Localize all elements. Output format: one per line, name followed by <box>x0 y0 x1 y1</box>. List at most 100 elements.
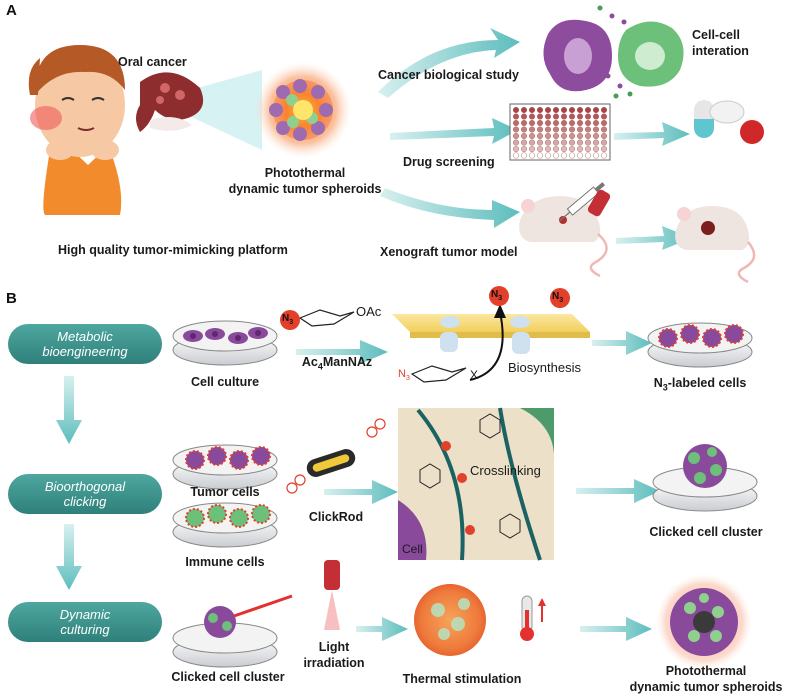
clicked-cluster2-label: Clicked cell cluster <box>171 670 285 684</box>
well <box>593 145 600 152</box>
well <box>601 119 608 126</box>
well <box>593 113 600 120</box>
well <box>513 152 520 159</box>
well <box>513 139 520 146</box>
well <box>585 106 592 113</box>
well <box>545 139 552 146</box>
panel-a-arrows <box>378 28 692 250</box>
platform-label: High quality tumor-mimicking platform <box>58 243 288 257</box>
mouth-closeup <box>136 72 204 132</box>
well <box>561 113 568 120</box>
well <box>601 139 608 146</box>
row3-arrow-2 <box>580 617 652 641</box>
well <box>537 139 544 146</box>
step-2-line1: Bioorthogonal <box>44 479 126 494</box>
well <box>545 152 552 159</box>
well <box>561 126 568 133</box>
row2-arrow-2 <box>576 479 660 503</box>
well <box>553 126 560 133</box>
well <box>537 145 544 152</box>
well <box>585 139 592 146</box>
well <box>513 119 520 126</box>
step-1-line1: Metabolic <box>57 329 113 344</box>
well <box>569 139 576 146</box>
well <box>577 113 584 120</box>
well <box>521 106 528 113</box>
dish-clicked-cluster-light <box>172 594 293 668</box>
well <box>529 106 536 113</box>
final-line1: Photothermal <box>665 664 747 678</box>
well <box>553 152 560 159</box>
well <box>585 119 592 126</box>
n3-label-3: N3 <box>552 291 564 304</box>
well <box>601 106 608 113</box>
well <box>553 145 560 152</box>
well <box>601 152 608 159</box>
well <box>569 132 576 139</box>
crosslinking-label: Crosslinking <box>470 463 541 478</box>
oac-label: OAc <box>356 304 382 319</box>
row3-arrow-1 <box>356 617 408 641</box>
well <box>545 119 552 126</box>
final-line2: dynamic tumor spheroids <box>629 680 783 694</box>
tumor-cells-label: Tumor cells <box>190 485 260 499</box>
well <box>537 152 544 159</box>
well <box>593 152 600 159</box>
well <box>521 119 528 126</box>
well <box>537 132 544 139</box>
well <box>561 119 568 126</box>
well <box>561 106 568 113</box>
row2-arrow-1 <box>324 480 398 504</box>
dish-cell-culture <box>172 320 278 366</box>
clickrod-label: ClickRod <box>308 510 364 524</box>
well <box>585 126 592 133</box>
drug-capsule <box>694 100 764 144</box>
well <box>569 152 576 159</box>
well <box>601 145 608 152</box>
well <box>577 126 584 133</box>
well <box>577 132 584 139</box>
thermal-label: Thermal stimulation <box>402 672 522 686</box>
well <box>561 139 568 146</box>
n3-label-4: N3 <box>398 368 410 383</box>
spheroid-a <box>255 62 351 158</box>
well <box>561 145 568 152</box>
well <box>585 145 592 152</box>
step-1-line2: bioengineering <box>42 344 128 359</box>
cell-cell-line2: interation <box>692 44 749 58</box>
thermometer-icon <box>520 595 546 641</box>
well <box>569 119 576 126</box>
well <box>585 113 592 120</box>
panel-b-letter: B <box>6 290 17 307</box>
well <box>529 126 536 133</box>
well <box>521 139 528 146</box>
step-3-line1: Dynamic <box>59 607 111 622</box>
well <box>545 106 552 113</box>
well <box>553 106 560 113</box>
well <box>577 145 584 152</box>
well <box>537 106 544 113</box>
well <box>521 126 528 133</box>
well <box>593 106 600 113</box>
n3-ball-2 <box>489 286 509 306</box>
well <box>545 113 552 120</box>
well <box>569 145 576 152</box>
light-line2: irradiation <box>303 656 365 670</box>
dish-immune-cells <box>172 502 278 548</box>
well-plate <box>509 103 611 161</box>
well <box>553 132 560 139</box>
well <box>593 132 600 139</box>
well <box>513 132 520 139</box>
well <box>553 119 560 126</box>
cell-membrane <box>392 314 590 354</box>
bio-study-label: Cancer biological study <box>378 68 520 82</box>
biosynthesis-arrow <box>469 311 504 381</box>
x-label: X <box>470 368 479 382</box>
well <box>577 119 584 126</box>
mouse-tumor <box>675 206 756 284</box>
well <box>537 126 544 133</box>
well <box>601 132 608 139</box>
well <box>585 152 592 159</box>
